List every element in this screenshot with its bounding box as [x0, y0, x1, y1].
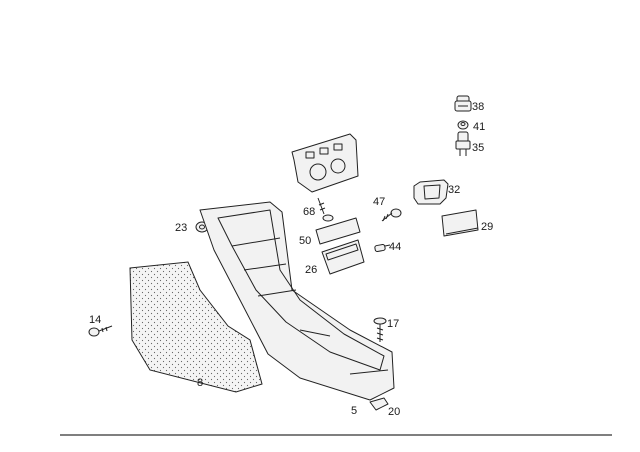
callout-41: 41: [473, 121, 485, 133]
callout-44: 44: [389, 241, 401, 253]
part-26-box: [321, 239, 365, 275]
callout-14: 14: [89, 314, 101, 326]
part-41-ring: [457, 120, 469, 130]
callout-8: 8: [197, 377, 203, 389]
callout-29: 29: [481, 221, 493, 233]
part-29-cover: [441, 209, 479, 237]
callout-5: 5: [351, 405, 357, 417]
callout-26: 26: [305, 264, 317, 276]
part-5-console: [199, 201, 395, 401]
part-35-socket: [455, 131, 471, 156]
callout-50: 50: [299, 235, 311, 247]
callout-17: 17: [387, 318, 399, 330]
callout-68: 68: [303, 206, 315, 218]
instrument-panel: [291, 133, 359, 193]
callout-38: 38: [472, 101, 484, 113]
callout-32: 32: [448, 184, 460, 196]
part-44-bulb: [374, 243, 391, 253]
callout-35: 35: [472, 142, 484, 154]
part-20-bracket: [369, 397, 389, 411]
part-47-screw: [381, 208, 402, 222]
part-38-cap: [454, 95, 472, 112]
part-8-side-trim: [129, 261, 263, 393]
part-68-screw: [317, 197, 334, 222]
part-17-screw: [373, 317, 387, 342]
part-50-panel: [315, 217, 361, 245]
callout-20: 20: [388, 406, 400, 418]
part-14-screw: [88, 325, 113, 337]
part-32-switch: [413, 179, 449, 205]
callout-47: 47: [373, 196, 385, 208]
callout-23: 23: [175, 222, 187, 234]
